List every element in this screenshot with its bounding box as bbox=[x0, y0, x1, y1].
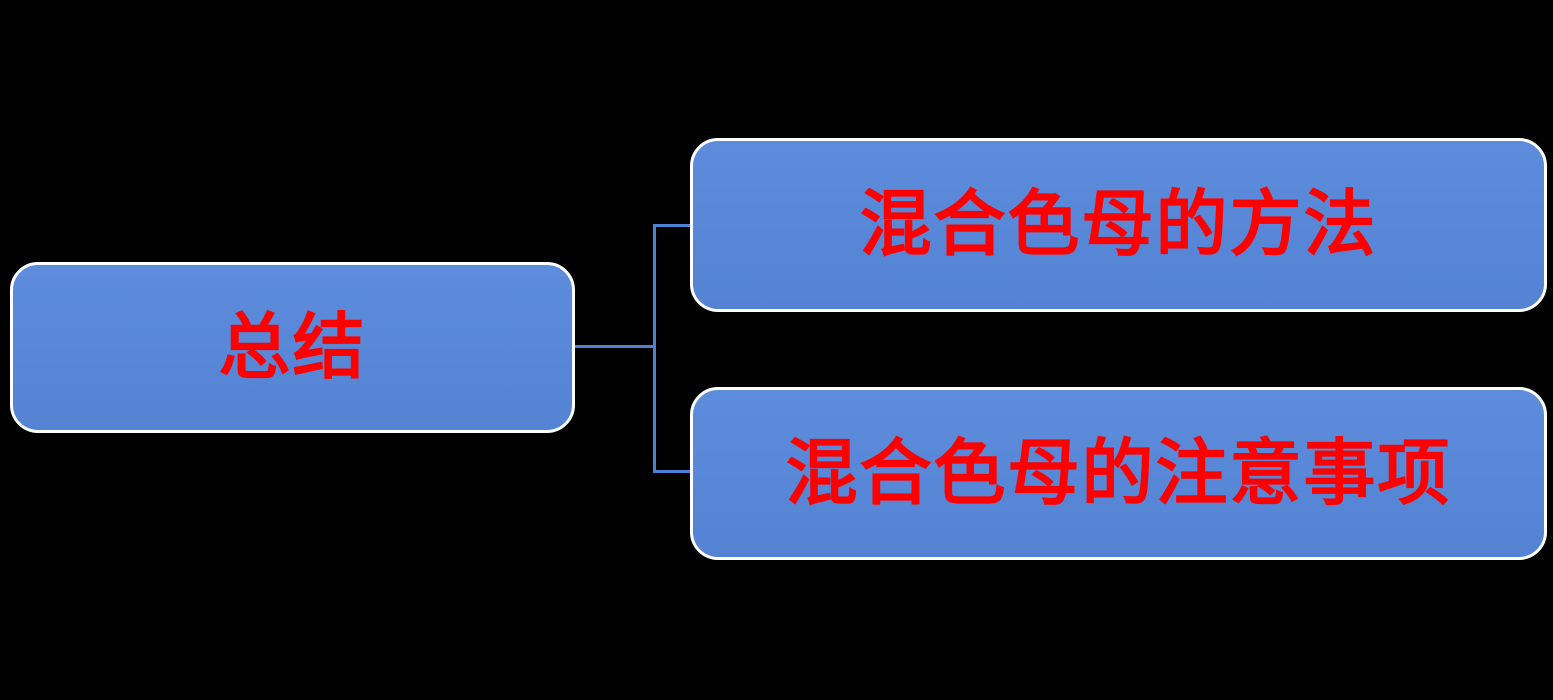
diagram-node-root[interactable]: 总结 bbox=[10, 262, 575, 433]
connector-root-horizontal bbox=[575, 345, 655, 348]
diagram-node-method[interactable]: 混合色母的方法 bbox=[690, 138, 1547, 312]
node-root-label: 总结 bbox=[218, 307, 367, 388]
node-method-label: 混合色母的方法 bbox=[859, 185, 1378, 265]
connector-stub-top-child bbox=[653, 224, 690, 227]
diagram-node-precautions[interactable]: 混合色母的注意事项 bbox=[690, 387, 1547, 560]
node-precautions-label: 混合色母的注意事项 bbox=[785, 433, 1452, 514]
connector-stub-bottom-child bbox=[653, 470, 690, 473]
connector-vertical-trunk bbox=[653, 224, 656, 473]
